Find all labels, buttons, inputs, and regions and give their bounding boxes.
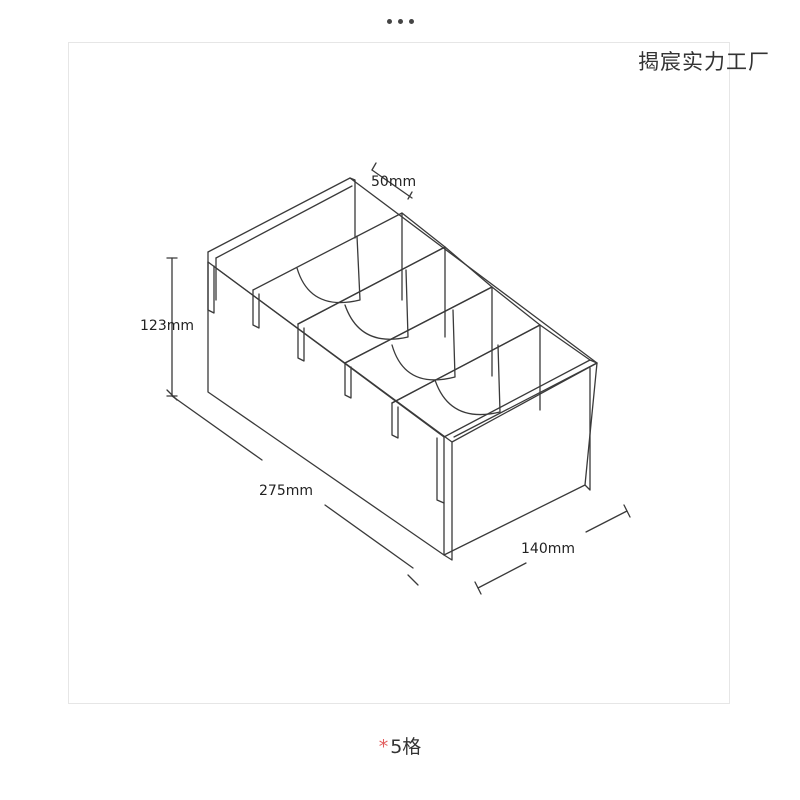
caption-marker: * [378,736,389,758]
dim-140mm-lines [474,504,631,595]
caption-text: 5格 [390,736,422,758]
dim-spacing-label: 50mm [371,174,416,190]
more-dot-icon [408,18,414,24]
more-dot-icon [397,18,403,24]
back-wall-inner [215,185,353,259]
dim-width-label: 140mm [521,541,575,557]
more-dot-icon [386,18,392,24]
divider-4 [391,324,591,439]
dim-height-label: 123mm [140,318,194,334]
right-back-end [349,177,356,239]
dim-275mm-lines [166,389,419,586]
front-end-panel [443,359,598,561]
divider-2 [297,246,493,364]
compartment-caption: *5格 [0,732,800,759]
more-options-button[interactable] [372,6,428,36]
brand-title: 揭宸实力工厂 [638,50,770,74]
side-wall-top-inner [215,267,453,443]
left-slot [207,261,215,314]
dim-50mm-lines [371,162,413,200]
front-end-panel-edge [584,367,591,491]
image-frame [68,42,730,704]
front-slot [436,437,445,504]
dim-length-label: 275mm [259,483,313,499]
divider-1 [252,212,446,329]
